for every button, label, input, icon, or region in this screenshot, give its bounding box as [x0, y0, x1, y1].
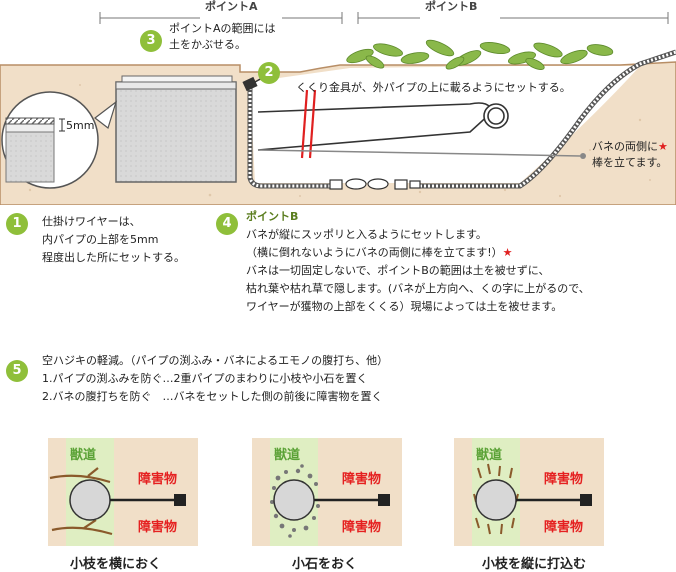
step1-line: 程度出した所にセットする。 — [42, 251, 185, 264]
point-b-bracket — [357, 12, 669, 24]
point-a-bracket — [99, 12, 343, 24]
wire-fittings — [329, 178, 421, 190]
panel1-obstacle-bottom: 障害物 — [138, 520, 178, 535]
double-pipe — [115, 75, 237, 183]
step4-title: ポイントB — [246, 210, 299, 223]
zoom-5mm-label: 5mm — [66, 119, 95, 132]
step4-line: バネが縦にスッポリと入るようにセットします。 — [246, 228, 487, 241]
zoom-detail — [1, 91, 118, 189]
panel3-trail-label: 獣道 — [476, 448, 503, 463]
step4-line: （横に倒れないようにバネの両側に棒を立てます!） — [246, 246, 503, 259]
panel-twigs-vertical-illustration — [454, 438, 604, 546]
step4-line: ワイヤーが獲物の上部をくくる）現場によっては土を被せます。 — [246, 300, 563, 313]
trap-cross-section-diagram — [0, 12, 676, 205]
panel2-caption: 小石をおく — [292, 557, 358, 572]
note3-line1: ポイントAの範囲には — [169, 22, 276, 35]
point-a-label: ポイントA — [205, 0, 258, 13]
step4-line: 枯れ葉や枯れ草で隠します。(バネが上方向へ、くの字に上がるので、 — [246, 282, 590, 295]
leaf-cover — [346, 39, 614, 70]
step-5-text: 空ハジキの軽減。（パイプの渕ふみ・バネによるエモノの腹打ち、他） 1.パイプの渕… — [42, 352, 388, 406]
step-4-text: ポイントB バネが縦にスッポリと入るようにセットします。 （横に倒れないようにバ… — [246, 208, 590, 316]
stick-pointer-line — [257, 149, 581, 157]
panel2-trail-label: 獣道 — [274, 448, 301, 463]
panel3-obstacle-bottom: 障害物 — [544, 520, 584, 535]
step-5-badge: 5 — [6, 360, 28, 382]
panel2-obstacle-top: 障害物 — [342, 472, 382, 487]
panel3-obstacle-top: 障害物 — [544, 472, 584, 487]
panel-twigs-horizontal-illustration — [48, 438, 198, 546]
step-1-text: 仕掛けワイヤーは、 内パイプの上部を5mm 程度出した所にセットする。 — [42, 213, 185, 267]
point-b-label: ポイントB — [425, 0, 478, 13]
panel1-caption: 小枝を横におく — [70, 557, 162, 572]
note3-line2: 土をかぶせる。 — [169, 38, 246, 51]
panel1-trail-label: 獣道 — [70, 448, 97, 463]
panel2-obstacle-bottom: 障害物 — [342, 520, 382, 535]
step4-line: バネは一切固定しないで、ポイントBの範囲は土を被せずに、 — [246, 264, 550, 277]
spring-note-line2: 棒を立てます。 — [592, 156, 668, 169]
step5-line: 1.パイプの渕ふみを防ぐ…2重パイプのまわりに小枝や小石を置く — [42, 372, 368, 385]
panel1-obstacle-top: 障害物 — [138, 472, 178, 487]
spring-note-line1: バネの両側に★ — [592, 138, 668, 156]
panel3-caption: 小枝を縦に打込む — [482, 557, 587, 572]
step-2-badge: 2 — [258, 62, 280, 84]
note2-text: くくり金具が、外パイプの上に載るようにセットする。 — [296, 81, 571, 94]
step5-line: 2.バネの腹打ちを防ぐ …バネをセットした側の前後に障害物を置く — [42, 390, 383, 403]
step-4-badge: 4 — [216, 213, 238, 235]
spring-note-text1: バネの両側に — [592, 140, 658, 153]
star-icon: ★ — [502, 246, 513, 259]
panel-pebbles-illustration — [252, 438, 402, 546]
step1-line: 仕掛けワイヤーは、 — [42, 215, 141, 228]
step4-line-star: （横に倒れないようにバネの両側に棒を立てます!）★ — [246, 244, 590, 262]
star-icon: ★ — [658, 140, 668, 153]
step1-line: 内パイプの上部を5mm — [42, 233, 159, 246]
step-3-badge: 3 — [140, 30, 162, 52]
step5-line: 空ハジキの軽減。（パイプの渕ふみ・バネによるエモノの腹打ち、他） — [42, 354, 389, 367]
step-1-badge: 1 — [6, 213, 28, 235]
clamp-fitting — [300, 89, 317, 159]
spring — [257, 102, 509, 151]
